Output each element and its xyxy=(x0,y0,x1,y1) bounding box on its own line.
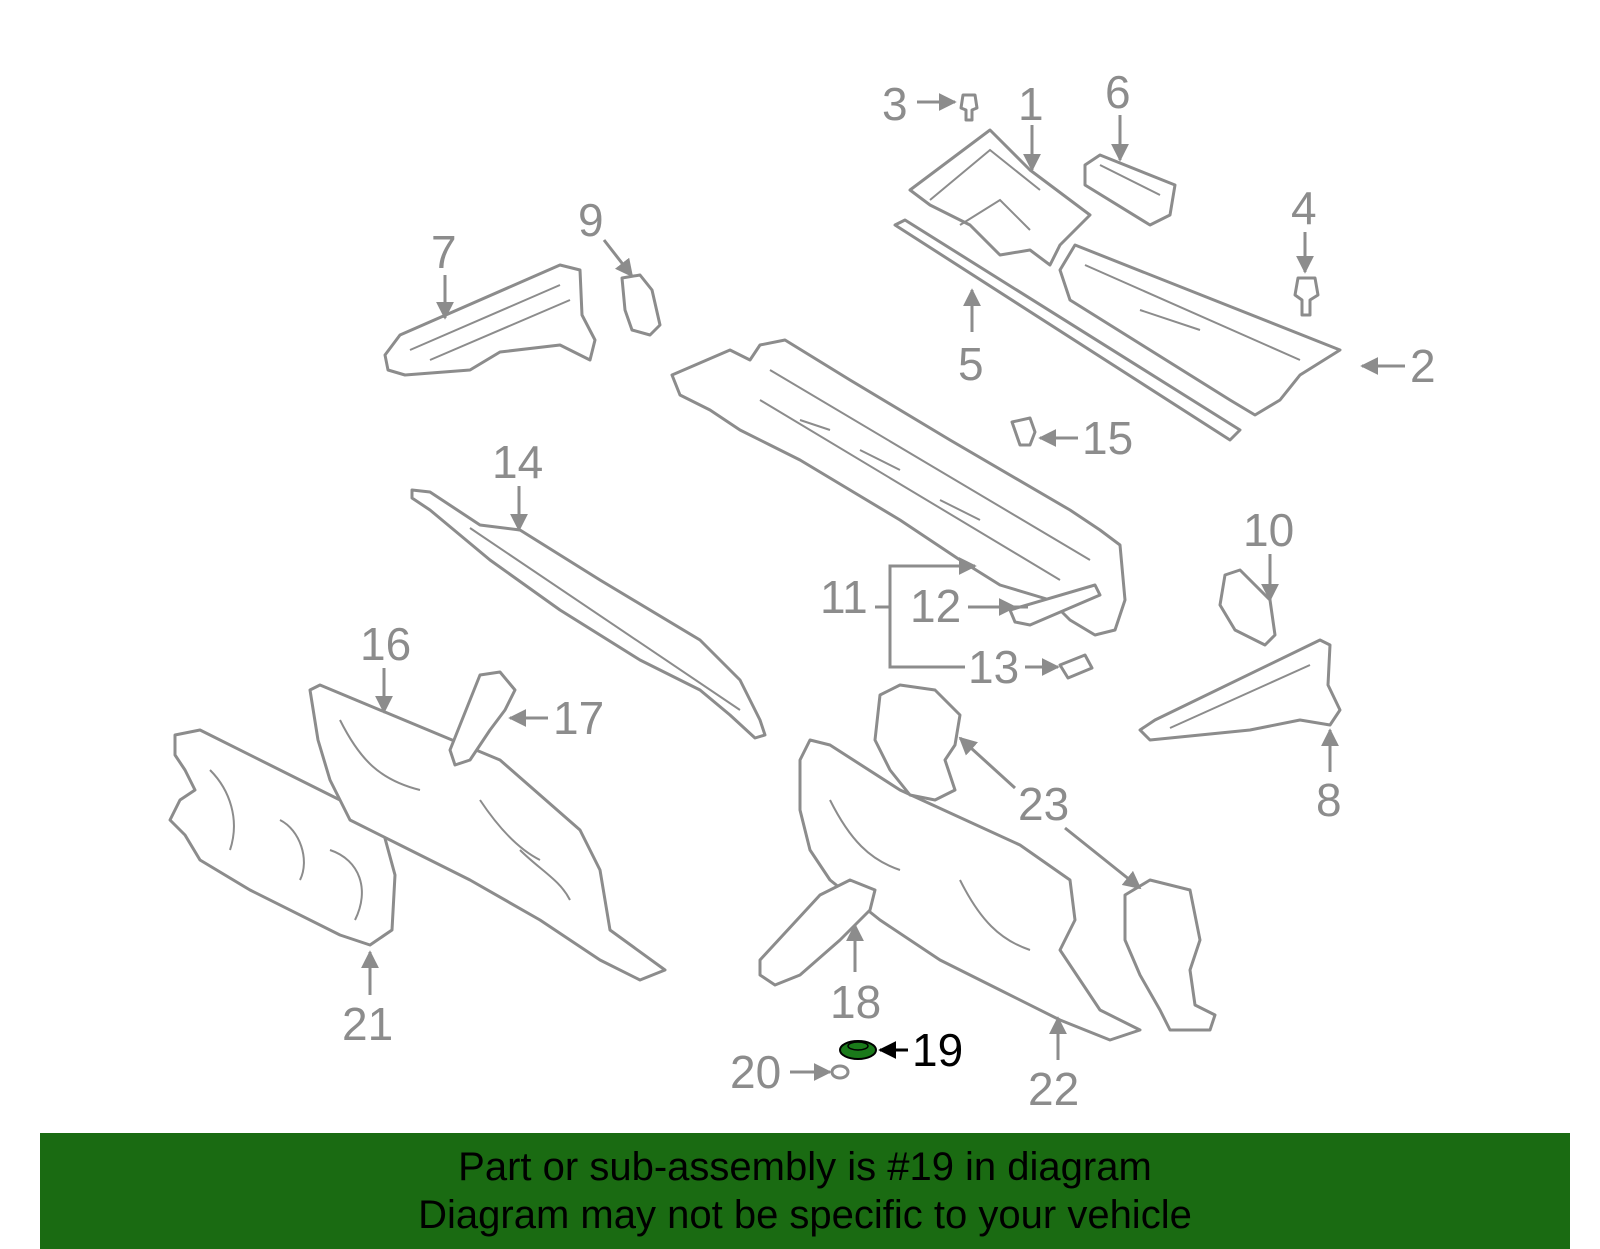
callout-labels: 1 2 3 4 5 6 7 8 9 10 11 12 13 14 15 16 1… xyxy=(342,66,1436,1115)
part-8-side-panel xyxy=(1138,638,1342,742)
part-11-cowl-cross-member xyxy=(670,338,1127,637)
callout-1: 1 xyxy=(1018,78,1044,130)
part-16-dash-panel xyxy=(308,683,667,982)
callout-23: 23 xyxy=(1018,778,1069,830)
part-23-insulator-pad xyxy=(873,683,1217,1032)
part-13-bracket xyxy=(1058,653,1094,680)
callout-21: 21 xyxy=(342,998,393,1050)
callout-13: 13 xyxy=(968,641,1019,693)
callout-11: 11 xyxy=(820,571,868,623)
part-17-bracket xyxy=(448,670,517,767)
leader-lines xyxy=(361,93,1405,1081)
part-1-cowl-panel xyxy=(908,128,1092,267)
banner-line-2: Diagram may not be specific to your vehi… xyxy=(418,1193,1192,1237)
part-5-seal-strip xyxy=(893,218,1242,442)
callout-14: 14 xyxy=(492,436,543,488)
part-18-bracket xyxy=(758,878,877,987)
part-22-dash-panel xyxy=(798,738,1142,1042)
callout-22: 22 xyxy=(1028,1063,1079,1115)
part-10-bracket xyxy=(1218,568,1277,647)
callout-17: 17 xyxy=(553,692,604,744)
callout-2: 2 xyxy=(1410,340,1436,392)
part-12-bracket xyxy=(1008,583,1102,627)
part-9-bracket xyxy=(620,273,662,337)
banner-line-1: Part or sub-assembly is #19 in diagram xyxy=(458,1145,1152,1189)
parts-diagram: 1 2 3 4 5 6 7 8 9 10 11 12 13 14 15 16 1… xyxy=(168,66,1436,1115)
callout-5: 5 xyxy=(958,338,984,390)
callout-15: 15 xyxy=(1082,412,1133,464)
part-7-side-panel xyxy=(383,263,597,377)
callout-18: 18 xyxy=(830,976,881,1028)
part-2-cowl-top xyxy=(1058,243,1342,417)
info-banner: Part or sub-assembly is #19 in diagram D… xyxy=(40,1133,1570,1249)
callout-9: 9 xyxy=(578,194,604,246)
part-20-plug xyxy=(830,1064,850,1080)
callout-16: 16 xyxy=(360,618,411,670)
part-15-clip xyxy=(1010,416,1037,447)
callout-10: 10 xyxy=(1243,504,1294,556)
part-6-cowl-grille xyxy=(1083,153,1177,227)
callout-19: 19 xyxy=(912,1024,963,1076)
callout-7: 7 xyxy=(431,226,457,278)
callout-8: 8 xyxy=(1316,774,1342,826)
callout-20: 20 xyxy=(730,1046,781,1098)
callout-12: 12 xyxy=(910,580,961,632)
callout-3: 3 xyxy=(882,78,908,130)
part-19-grommet xyxy=(839,1040,877,1060)
callout-6: 6 xyxy=(1105,66,1131,118)
callout-4: 4 xyxy=(1291,182,1317,234)
part-21-dash-insulator xyxy=(168,728,397,947)
part-4-clip xyxy=(1293,276,1320,317)
part-3-clip xyxy=(959,93,979,122)
